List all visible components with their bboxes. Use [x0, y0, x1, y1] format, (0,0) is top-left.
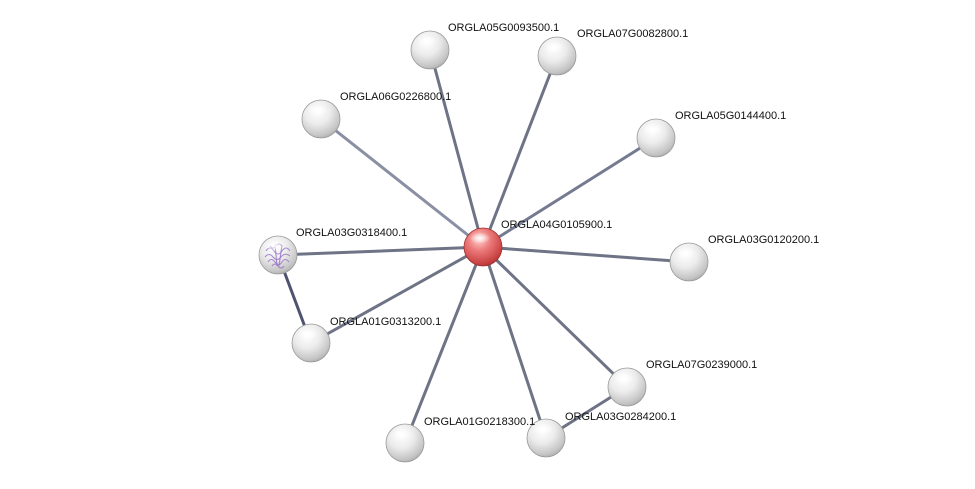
node-orgla05g0144400-1[interactable]: ORGLA05G0144400.1 [636, 110, 786, 158]
edge-orgla04g0105900-1-to-orgla03g0120200-1[interactable] [481, 245, 691, 264]
node-orgla05g0093500-1[interactable]: ORGLA05G0093500.1 [410, 22, 559, 70]
node-highlight [391, 428, 413, 440]
node-label: ORGLA05G0093500.1 [448, 22, 559, 34]
node-orgla01g0218300-1[interactable]: ORGLA01G0218300.1 [385, 416, 535, 463]
node-highlight [307, 104, 329, 116]
node-orgla03g0284200-1[interactable]: ORGLA03G0284200.1 [526, 411, 676, 458]
node-label: ORGLA05G0144400.1 [675, 110, 786, 122]
node-highlight [642, 123, 664, 135]
node-orgla01g0313200-1[interactable]: ORGLA01G0313200.1 [291, 316, 441, 363]
node-label: ORGLA03G0120200.1 [708, 234, 819, 246]
edge-orgla04g0105900-1-to-orgla03g0284200-1[interactable] [481, 245, 548, 440]
edge-orgla04g0105900-1-to-orgla07g0239000-1[interactable] [481, 245, 629, 389]
node-highlight [675, 247, 697, 259]
node-highlight [543, 41, 565, 53]
node-label: ORGLA07G0082800.1 [577, 28, 688, 40]
node-label: ORGLA04G0105900.1 [501, 219, 612, 231]
edge-orgla04g0105900-1-to-orgla05g0093500-1[interactable] [428, 48, 485, 249]
node-orgla04g0105900-1[interactable]: ORGLA04G0105900.1 [463, 219, 612, 267]
node-label: ORGLA07G0239000.1 [646, 359, 757, 371]
node-highlight [264, 240, 286, 252]
node-highlight [297, 328, 319, 340]
node-highlight [613, 372, 635, 384]
edge-orgla04g0105900-1-to-orgla03g0318400-1[interactable] [276, 245, 485, 257]
node-label: ORGLA06G0226800.1 [340, 91, 451, 103]
node-highlight [416, 35, 438, 47]
node-highlight [532, 423, 554, 435]
edge-orgla04g0105900-1-to-orgla01g0218300-1[interactable] [403, 245, 485, 445]
node-orgla03g0120200-1[interactable]: ORGLA03G0120200.1 [669, 234, 819, 282]
node-label: ORGLA01G0313200.1 [330, 316, 441, 328]
node-orgla06g0226800-1[interactable]: ORGLA06G0226800.1 [301, 91, 451, 139]
edge-orgla04g0105900-1-to-orgla06g0226800-1[interactable] [319, 117, 485, 249]
edge-orgla04g0105900-1-to-orgla05g0144400-1[interactable] [481, 136, 658, 249]
node-orgla03g0318400-1[interactable]: ORGLA03G0318400.1 [258, 227, 407, 275]
node-highlight [469, 232, 491, 244]
node-label: ORGLA01G0218300.1 [424, 416, 535, 428]
edge-orgla04g0105900-1-to-orgla07g0082800-1[interactable] [481, 54, 559, 249]
edge-orgla04g0105900-1-to-orgla01g0313200-1[interactable] [309, 245, 485, 345]
node-orgla07g0082800-1[interactable]: ORGLA07G0082800.1 [537, 28, 688, 76]
node-label: ORGLA03G0318400.1 [296, 227, 407, 239]
node-label: ORGLA03G0284200.1 [565, 411, 676, 423]
node-orgla07g0239000-1[interactable]: ORGLA07G0239000.1 [607, 359, 757, 407]
